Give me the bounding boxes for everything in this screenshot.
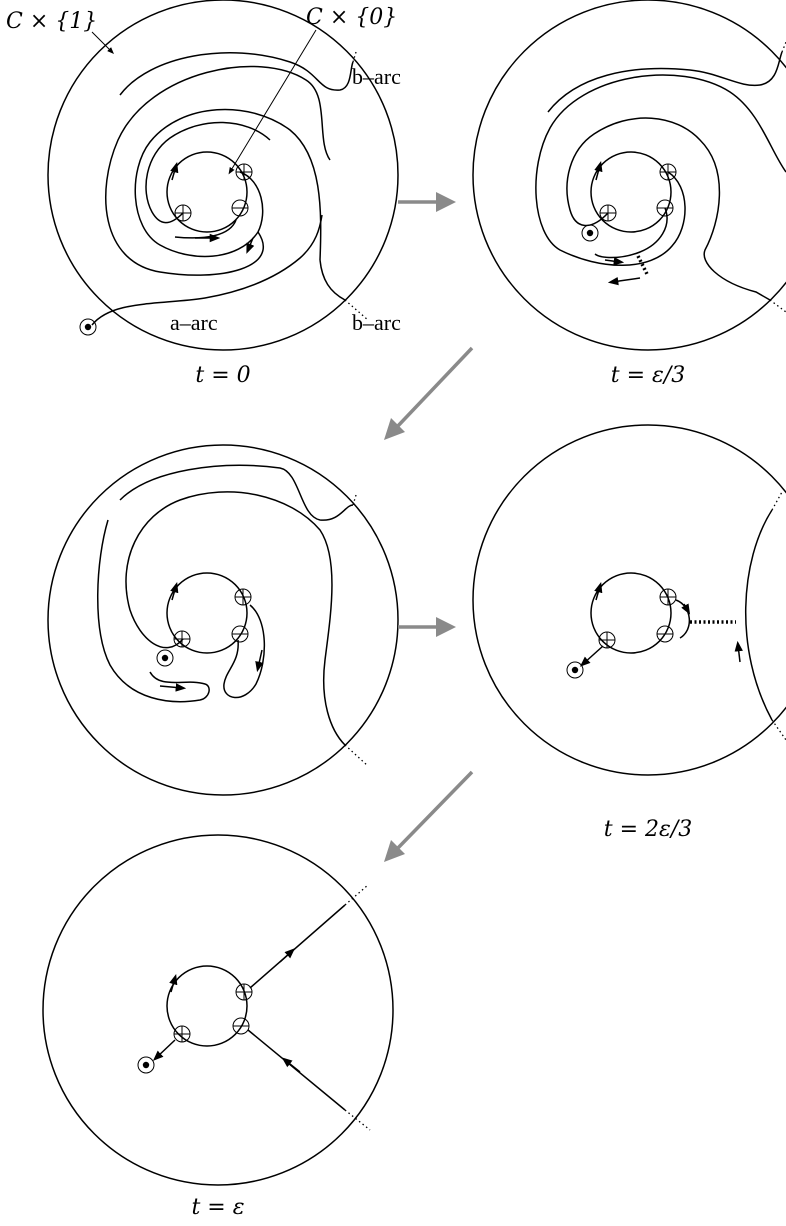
spiral-arc bbox=[566, 117, 771, 301]
band-dots bbox=[636, 255, 650, 277]
caption-t-eps-3: t = ε/3 bbox=[611, 363, 685, 388]
dot-point bbox=[79, 318, 97, 336]
inner-circle bbox=[166, 965, 248, 1047]
spiral-arc bbox=[547, 51, 783, 113]
arc-arrow bbox=[594, 581, 603, 601]
transition-arrow-right bbox=[398, 192, 456, 212]
plus-arc-dots bbox=[344, 884, 369, 906]
outer-circle bbox=[47, 444, 399, 796]
outer-circle bbox=[472, 424, 786, 776]
inner-circle bbox=[590, 151, 672, 233]
minus-point bbox=[231, 625, 249, 643]
panel-intermediate bbox=[47, 444, 399, 796]
plus-point bbox=[235, 983, 253, 1001]
plus-outgoing-arc bbox=[249, 904, 346, 989]
b-arc-dots bbox=[781, 41, 786, 53]
transition-arrow-diagonal bbox=[384, 346, 474, 440]
b-arc-lower bbox=[319, 259, 346, 301]
label-b-arc-top: b–arc bbox=[352, 64, 401, 89]
dot-point bbox=[581, 224, 599, 242]
dot-link bbox=[152, 1039, 176, 1061]
plus-point bbox=[173, 1025, 191, 1043]
plus-arc bbox=[675, 599, 690, 639]
spiral-arc bbox=[145, 121, 271, 224]
dot-point bbox=[566, 661, 584, 679]
spiral-arc bbox=[125, 491, 346, 746]
plus-point bbox=[174, 204, 192, 222]
spiral-arc bbox=[223, 604, 266, 699]
c1-pointer bbox=[91, 31, 114, 54]
panel-t0: C × {1} C × {0} b–arc b–arc a–arc t = 0 bbox=[6, 0, 401, 388]
plus-point bbox=[599, 204, 617, 222]
outer-circle bbox=[42, 834, 394, 1186]
caption-t0: t = 0 bbox=[195, 363, 250, 388]
spiral-arc bbox=[134, 108, 322, 261]
b-arc-dots bbox=[771, 719, 786, 741]
c0-pointer bbox=[228, 29, 317, 175]
arc-arrow bbox=[607, 276, 641, 286]
b-arc-bulge bbox=[745, 509, 773, 721]
b-arc-dots bbox=[352, 494, 357, 506]
dot-point bbox=[156, 649, 174, 667]
spiral-arc bbox=[594, 207, 668, 259]
panel-t-eps: t = ε bbox=[42, 834, 394, 1220]
caption-t-eps: t = ε bbox=[191, 1195, 244, 1220]
minus-point bbox=[656, 625, 674, 643]
plus-point bbox=[234, 588, 252, 606]
plus-point bbox=[659, 588, 677, 606]
inner-circle bbox=[590, 572, 672, 654]
spiral-arc-outermost bbox=[119, 52, 354, 96]
inner-circle bbox=[166, 572, 248, 654]
outer-circle-c1 bbox=[47, 0, 399, 351]
arc-arrow bbox=[604, 257, 625, 266]
panel-t-2eps-3 bbox=[472, 424, 786, 776]
b-arc-dots bbox=[344, 744, 369, 767]
arc-arrow bbox=[159, 683, 187, 692]
spiral-arc bbox=[97, 519, 210, 703]
arc-arrow bbox=[681, 603, 691, 615]
label-c1: C × {1} bbox=[6, 9, 97, 34]
b-arc-dots bbox=[771, 491, 783, 511]
plus-point bbox=[235, 163, 253, 181]
dot-link bbox=[579, 645, 604, 667]
arc-arrow bbox=[594, 160, 603, 181]
arc-arrow bbox=[281, 1057, 301, 1073]
inner-circle-c0 bbox=[166, 151, 248, 233]
arc-arrow bbox=[169, 973, 178, 993]
dot-point bbox=[137, 1056, 155, 1074]
arc-arrow bbox=[170, 581, 179, 601]
minus-arc-dots bbox=[344, 1109, 371, 1131]
label-c0: C × {0} bbox=[306, 5, 397, 30]
transition-arrow-diagonal bbox=[384, 770, 474, 862]
plus-point bbox=[598, 631, 616, 649]
label-b-arc-bottom: b–arc bbox=[352, 310, 401, 335]
arc-arrow bbox=[734, 640, 743, 663]
spiral-arc-outer bbox=[104, 65, 331, 276]
a-arc bbox=[91, 214, 323, 326]
panel-t-eps-3 bbox=[472, 0, 786, 351]
arc-arrow bbox=[279, 948, 296, 963]
minus-point bbox=[656, 199, 674, 217]
b-arc-lower-dots bbox=[344, 299, 369, 321]
outer-circle bbox=[472, 0, 786, 351]
minus-point bbox=[232, 1017, 250, 1035]
arc-arrow bbox=[255, 649, 264, 673]
spiral-arc bbox=[119, 464, 354, 521]
plus-point bbox=[659, 163, 677, 181]
plus-point bbox=[173, 630, 191, 648]
caption-t-2eps-3: t = 2ε/3 bbox=[604, 817, 692, 842]
spiral-arc bbox=[535, 74, 786, 266]
b-arc-upper-dots bbox=[352, 51, 357, 63]
spiral-arc bbox=[174, 219, 237, 239]
b-arc-dots bbox=[769, 299, 786, 313]
arc-arrow bbox=[170, 161, 179, 181]
transition-arrow-right bbox=[398, 617, 456, 637]
label-a-arc: a–arc bbox=[170, 310, 218, 335]
arc-arrow bbox=[246, 237, 255, 254]
minus-point bbox=[231, 199, 249, 217]
